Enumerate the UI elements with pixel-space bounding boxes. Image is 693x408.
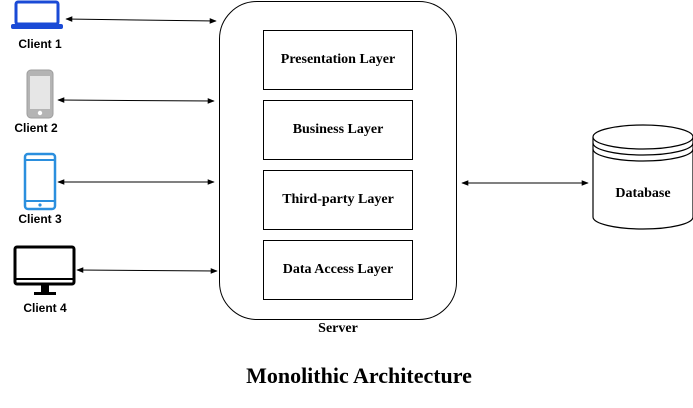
diagram-title: Monolithic Architecture (246, 363, 472, 388)
layer-box: Presentation Layer (263, 30, 413, 90)
layer-box: Business Layer (263, 100, 413, 160)
client-1-connector (65, 16, 217, 24)
database-cylinder-icon (592, 124, 693, 230)
client-label: Client 3 (18, 212, 62, 226)
layer-box: Third-party Layer (263, 170, 413, 230)
client-label: Client 1 (18, 37, 62, 51)
server-label: Server (318, 321, 358, 336)
client-label: Client 2 (14, 121, 58, 135)
client-label: Client 4 (23, 301, 67, 315)
laptop-icon (11, 0, 63, 29)
client-4-connector (76, 267, 218, 274)
phone-icon (26, 69, 54, 119)
tablet-icon (23, 152, 57, 211)
desktop-monitor-icon (13, 245, 76, 295)
layer-box: Data Access Layer (263, 240, 413, 300)
client-2-connector (57, 97, 215, 104)
database-label: Database (615, 186, 671, 201)
